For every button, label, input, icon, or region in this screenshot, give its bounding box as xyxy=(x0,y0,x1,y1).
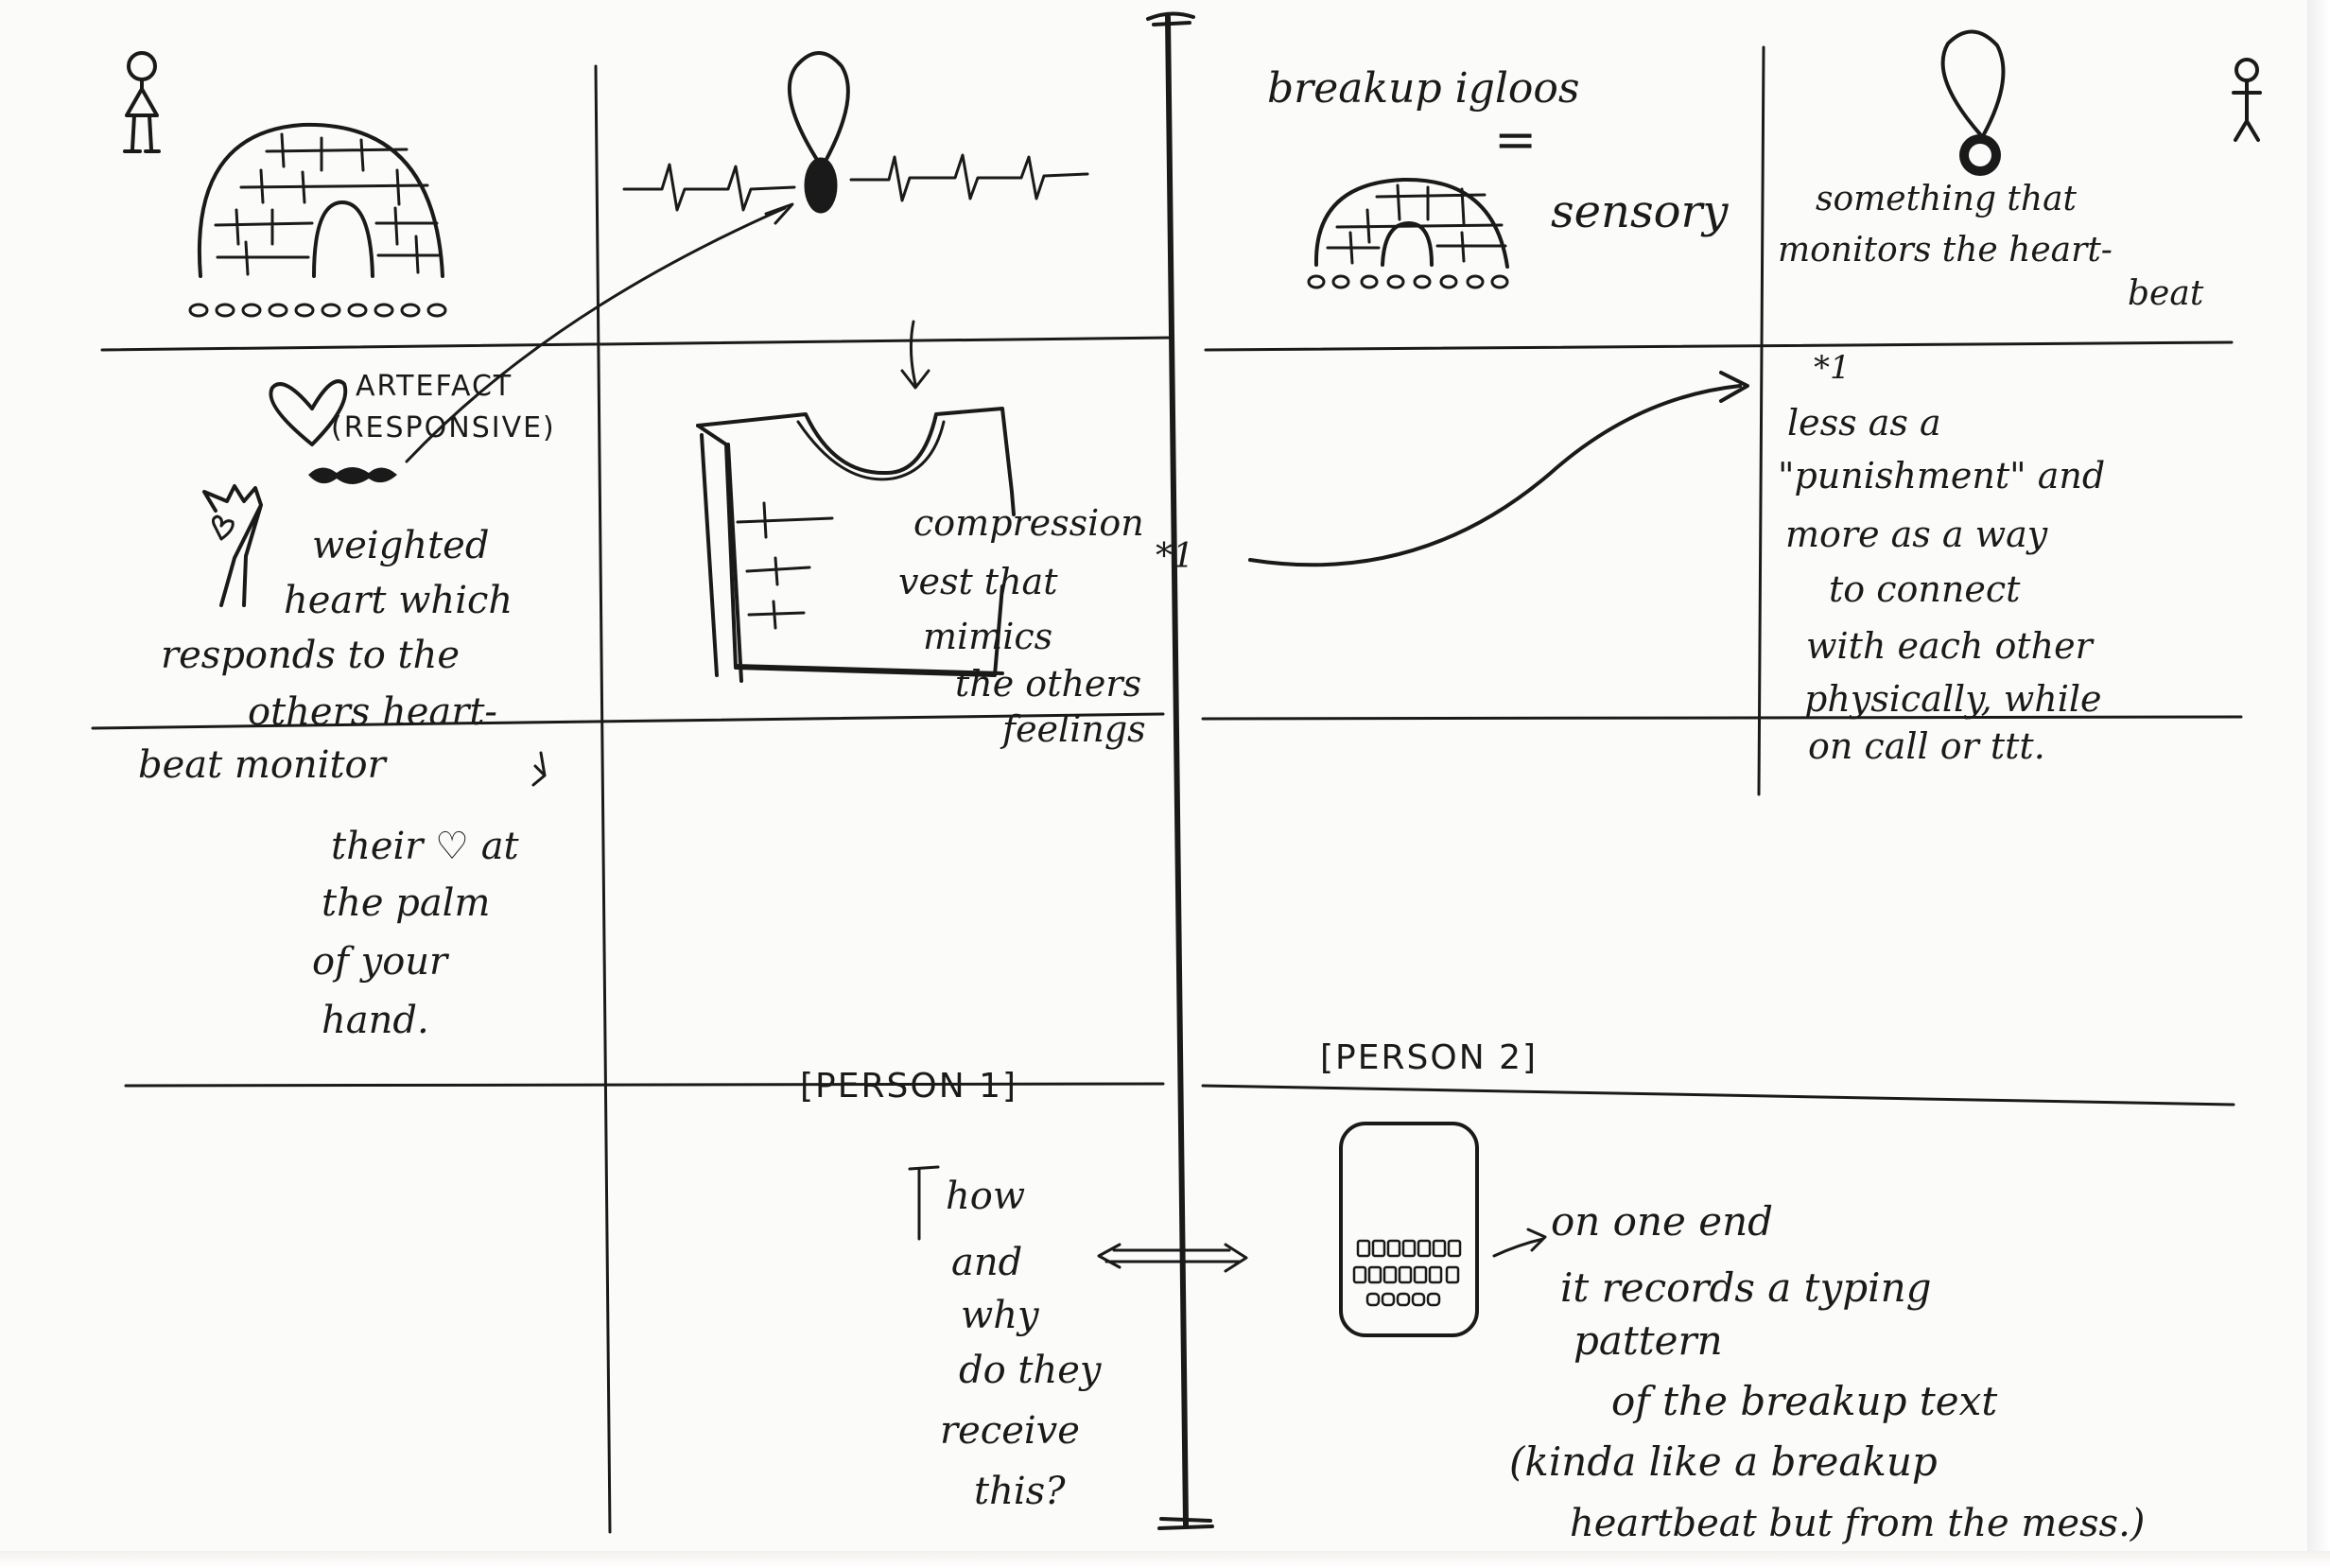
star-note-line: to connect xyxy=(1829,568,2021,610)
palm-note-line: their ♡ at xyxy=(331,825,520,868)
page-title: breakup igloos xyxy=(1267,64,1580,113)
phone-note-line: heartbeat but from the mess.) xyxy=(1570,1502,2145,1545)
star-note-line: physically, while xyxy=(1804,678,2102,720)
question-line: do they xyxy=(959,1349,1103,1392)
heart-note: weighted heart which responds to the oth… xyxy=(138,524,513,787)
person-1-label: [PERSON 1] xyxy=(800,1067,1017,1106)
heart-note-line: weighted xyxy=(312,524,489,567)
question-line: and xyxy=(951,1241,1022,1284)
phone-note: on one end it records a typing pattern o… xyxy=(1509,1198,2145,1545)
grid-line-h1-right xyxy=(1204,340,2234,352)
phone-note-line: pattern xyxy=(1574,1317,1723,1364)
igloo-left xyxy=(188,122,447,318)
page-edge-shadow xyxy=(2307,0,2330,1568)
question-note: how and why do they receive this? xyxy=(940,1175,1103,1513)
grid-line-h2-right xyxy=(1201,715,2243,721)
heart-note-line: beat monitor xyxy=(138,743,389,787)
grid-line-h1-left xyxy=(100,336,1174,352)
center-divider-ends xyxy=(1146,11,1214,1530)
monitor-note-line: monitors the heart- xyxy=(1778,231,2113,270)
vest-note-line: the others xyxy=(955,663,1141,705)
equals-mark: = xyxy=(1494,110,1537,169)
heart-icon xyxy=(269,379,348,446)
star-label-note: *1 xyxy=(1814,349,1851,387)
heart-note-line: others heart- xyxy=(248,690,497,734)
vest-note: compression vest that mimics the others … xyxy=(898,502,1146,750)
question-bracket xyxy=(908,1165,940,1241)
grid-line-h3-left xyxy=(124,1082,1165,1088)
grid-line-h3-right xyxy=(1201,1084,2235,1106)
igloo-right xyxy=(1307,177,1509,289)
hand-holding-heart-icon xyxy=(202,484,263,607)
phone-note-line: it records a typing xyxy=(1560,1264,1932,1311)
star-note: less as a "punishment" and more as a way… xyxy=(1778,402,2105,767)
star-label-vest: *1 xyxy=(1156,537,1194,576)
star-note-line: "punishment" and xyxy=(1778,455,2105,497)
person-2-label: [PERSON 2] xyxy=(1320,1038,1538,1077)
grid-line-v-right xyxy=(1757,45,1765,796)
monitor-note: something that monitors the heart- beat xyxy=(1778,180,2204,313)
heart-note-line: heart which xyxy=(284,579,513,622)
grid-line-v-left xyxy=(594,64,612,1534)
subtitle-sensory: sensory xyxy=(1551,185,1729,238)
arrow-heart-to-monitor xyxy=(405,206,787,463)
question-line: how xyxy=(946,1175,1025,1218)
grid-lines xyxy=(91,11,2243,1534)
artefact-sublabel: (RESPONSIVE) xyxy=(331,411,556,444)
arrow-phone-to-note xyxy=(1492,1228,1547,1258)
heart-note-line: responds to the xyxy=(161,634,460,677)
arrow-palm-note xyxy=(531,751,547,787)
artefact-label: ARTEFACT xyxy=(356,370,513,403)
question-line: this? xyxy=(974,1470,1066,1513)
stick-figure-right xyxy=(2232,58,2262,142)
phone-keyboard-sketch xyxy=(1339,1122,1479,1337)
vest-note-line: mimics xyxy=(923,616,1052,657)
arrow-down-to-vest xyxy=(900,320,930,390)
stick-figure-left xyxy=(123,51,161,153)
monitor-note-line: something that xyxy=(1816,180,2078,218)
star-note-line: less as a xyxy=(1787,402,1941,444)
monitor-note-line: beat xyxy=(2128,274,2204,313)
page-bottom-shadow xyxy=(0,1551,2330,1568)
vest-note-line: compression xyxy=(913,502,1144,544)
phone-note-line: of the breakup text xyxy=(1611,1378,1997,1424)
arrow-vest-to-note xyxy=(1248,384,1742,567)
vest-note-line: vest that xyxy=(898,561,1058,602)
question-line: receive xyxy=(940,1409,1080,1453)
star-note-line: more as a way xyxy=(1785,514,2048,555)
star-note-line: with each other xyxy=(1806,625,2095,667)
phone-note-line: (kinda like a breakup xyxy=(1509,1438,1938,1485)
star-note-line: on call or ttt. xyxy=(1808,725,2045,767)
vest-note-line: feelings xyxy=(1000,708,1146,750)
arrows xyxy=(405,202,1749,1258)
heartbeat-monitor-sketch xyxy=(622,51,1089,214)
palm-note: their ♡ at the palm of your hand. xyxy=(312,825,520,1042)
double-arrow xyxy=(1097,1243,1248,1273)
palm-note-line: the palm xyxy=(322,881,490,925)
phone-note-line: on one end xyxy=(1551,1198,1773,1245)
grid-line-h2-left xyxy=(91,712,1165,730)
compression-vest-sketch xyxy=(696,407,1016,683)
question-line: why xyxy=(961,1294,1040,1337)
heartbeat-monitor-sketch-right xyxy=(1940,29,2006,176)
palm-note-line: hand. xyxy=(322,999,429,1042)
palm-note-line: of your xyxy=(312,940,450,984)
scribbled-word xyxy=(308,467,397,484)
center-divider xyxy=(1165,14,1189,1527)
